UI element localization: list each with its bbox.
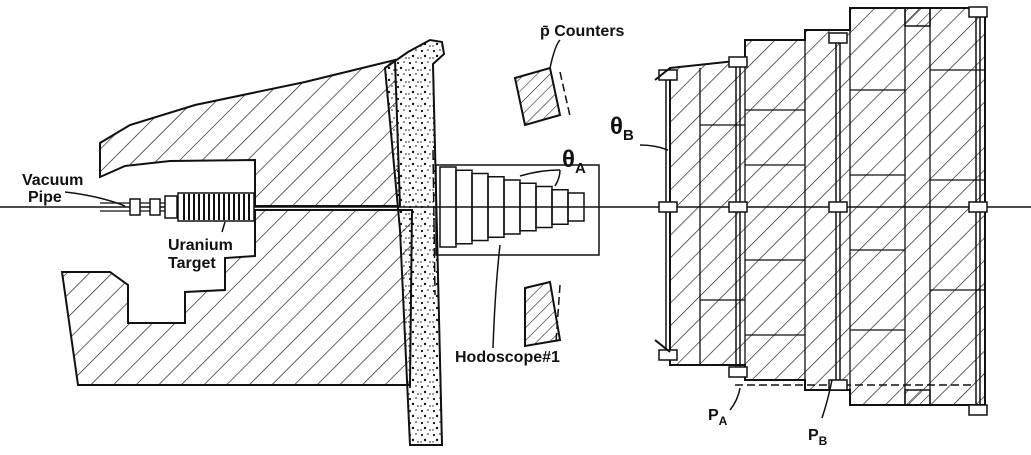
upper-shield xyxy=(99,58,402,207)
pa-label: PA xyxy=(708,407,728,428)
theta-b-label: θB xyxy=(610,113,634,144)
pb-subscript: B xyxy=(819,434,828,448)
uranium-label-line2: Target xyxy=(168,255,216,272)
theta-b-symbol: θ xyxy=(610,113,623,140)
vacuum-label-line2: Pipe xyxy=(28,189,62,206)
plane-connector xyxy=(728,201,748,213)
pa-subscript: A xyxy=(719,414,728,428)
vacuum-pipe xyxy=(100,195,178,219)
hodoscope-1 xyxy=(435,164,600,256)
pb-label: PB xyxy=(808,427,828,448)
pbar-counter-lower xyxy=(524,280,562,348)
plane-connector xyxy=(828,201,848,213)
theta-a-subscript: A xyxy=(575,160,586,177)
leader-lines xyxy=(64,39,833,419)
hodoscope-segment xyxy=(567,192,585,222)
theta-a-symbol: θ xyxy=(562,146,575,173)
pbar-counters-label: p̄ Counters xyxy=(540,23,625,40)
uranium-label-line1: Uranium xyxy=(168,237,233,254)
plane-connector xyxy=(828,379,848,391)
hodoscope-label: Hodoscope#1 xyxy=(455,349,560,366)
pb-symbol: P xyxy=(808,427,819,444)
vacuum-label-line1: Vacuum xyxy=(22,172,83,189)
concrete-wall xyxy=(383,38,446,446)
pa-symbol: P xyxy=(708,407,719,424)
plane-connector xyxy=(968,404,988,416)
theta-a-label: θA xyxy=(562,146,586,177)
plane-connector xyxy=(728,56,748,68)
muon-detector xyxy=(654,6,988,416)
plane-connector xyxy=(968,201,988,213)
plane-connector xyxy=(968,6,988,18)
pbar-counter-upper xyxy=(513,66,571,127)
plane-connector xyxy=(728,366,748,378)
plane-connector xyxy=(658,201,678,213)
theta-b-subscript: B xyxy=(623,127,634,144)
lower-shield xyxy=(60,209,414,386)
uranium-target xyxy=(177,192,255,222)
plane-connector xyxy=(828,32,848,44)
